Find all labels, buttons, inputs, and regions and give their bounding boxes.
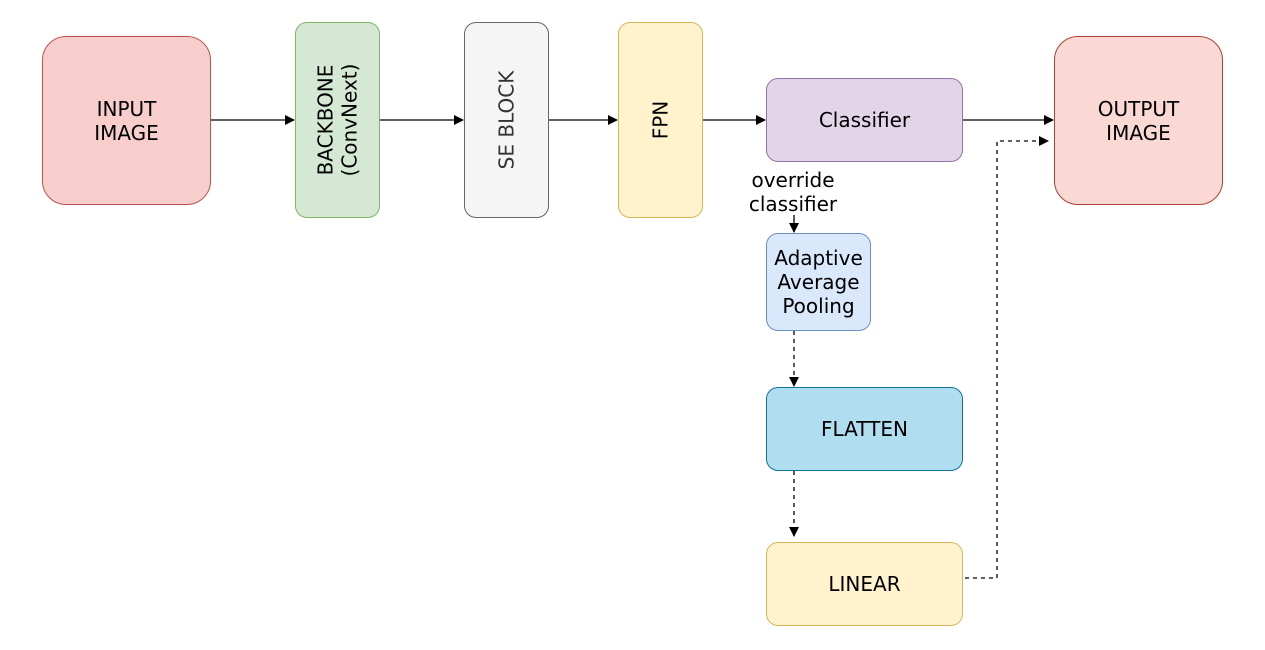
adaptive-pooling-node: Adaptive Average Pooling: [766, 233, 871, 331]
override-classifier-label: override classifier: [748, 168, 838, 216]
flatten-node: FLATTEN: [766, 387, 963, 471]
input-image-label: INPUT IMAGE: [94, 96, 159, 145]
flatten-label: FLATTEN: [821, 417, 908, 441]
se-block-label: SE BLOCK: [494, 70, 519, 170]
edge-linear-to-output: [965, 136, 1049, 579]
backbone-label: BACKBONE (ConvNext): [313, 63, 362, 177]
classifier-label: Classifier: [818, 108, 911, 132]
linear-label: LINEAR: [828, 572, 901, 596]
input-image-node: INPUT IMAGE: [42, 36, 211, 205]
output-image-node: OUTPUT IMAGE: [1054, 36, 1223, 205]
backbone-node: BACKBONE (ConvNext): [295, 22, 380, 218]
fpn-label: FPN: [648, 100, 673, 140]
output-image-label: OUTPUT IMAGE: [1097, 96, 1180, 145]
adaptive-pooling-label: Adaptive Average Pooling: [774, 246, 863, 318]
se-block-node: SE BLOCK: [464, 22, 549, 218]
fpn-node: FPN: [618, 22, 703, 218]
linear-node: LINEAR: [766, 542, 963, 626]
classifier-node: Classifier: [766, 78, 963, 162]
